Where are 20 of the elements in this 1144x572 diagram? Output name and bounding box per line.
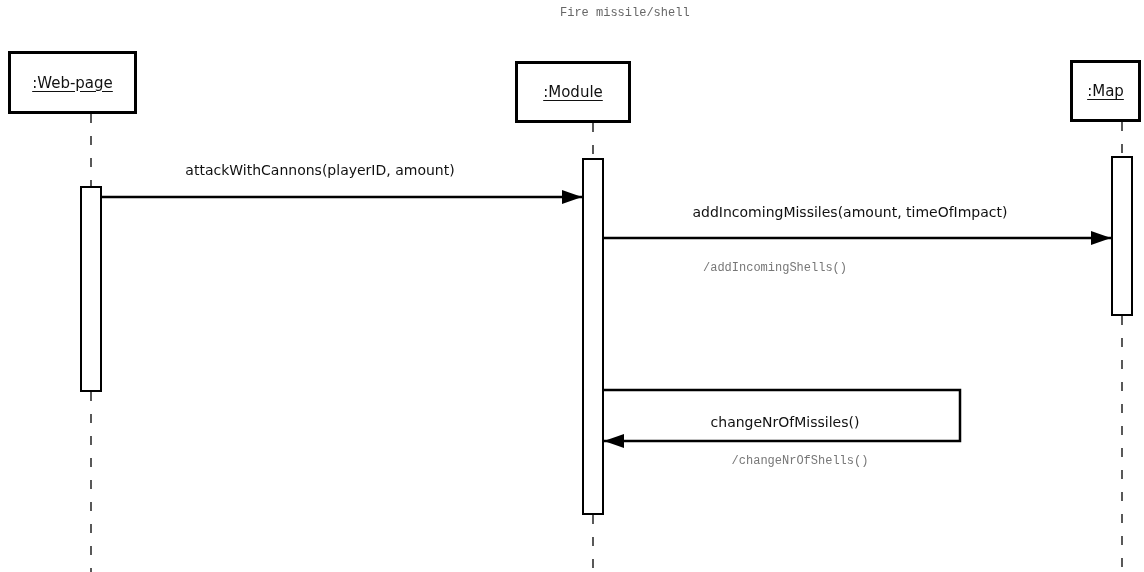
activation-bar <box>80 186 102 392</box>
message-arrow <box>604 388 962 448</box>
alternative-message-note: /addIncomingShells() <box>703 261 847 275</box>
object-name: :Module <box>543 83 603 101</box>
activation-bar <box>582 158 604 515</box>
lifeline-header <box>8 51 137 114</box>
diagram-title: Fire missile/shell <box>560 6 690 20</box>
object-name: :Map <box>1087 82 1124 100</box>
alternative-message-note: /changeNrOfShells() <box>731 454 869 468</box>
object-name: :Web-page <box>32 73 113 92</box>
lifeline <box>90 391 92 572</box>
edge-label: changeNrOfMissiles() <box>708 414 862 430</box>
edge-label: attackWithCannons(playerID, amount) <box>183 162 457 178</box>
lifeline <box>90 113 92 187</box>
edge-label: addIncomingMissiles(amount, timeOfImpact) <box>690 204 1010 220</box>
lifeline-header <box>515 61 631 123</box>
lifeline-header <box>1070 60 1141 122</box>
message-arrow <box>102 190 582 204</box>
activation-bar <box>1111 156 1133 316</box>
message-arrow <box>604 231 1111 245</box>
